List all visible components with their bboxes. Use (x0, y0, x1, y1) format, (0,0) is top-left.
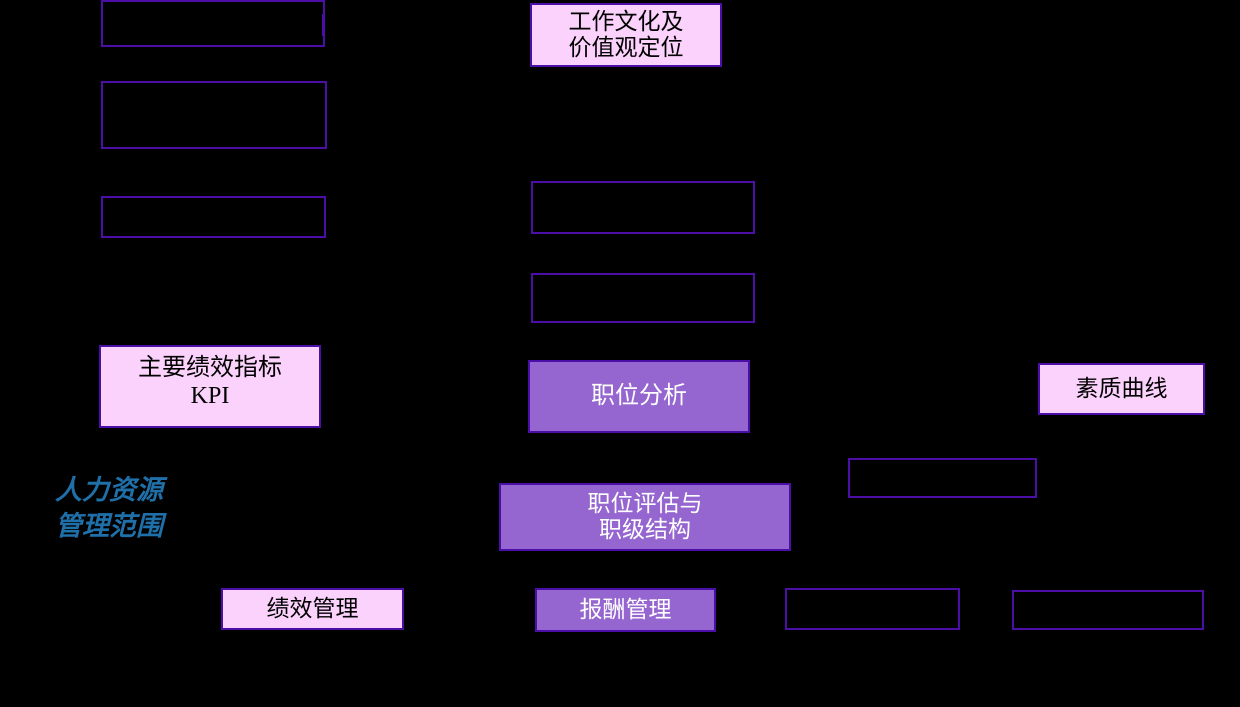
box-competency-curve[interactable]: 素质曲线 (1038, 363, 1205, 415)
connector-stub-bottom2-top (1108, 584, 1113, 588)
box-work-culture[interactable]: 工作文化及 价值观定位 (530, 3, 722, 67)
connector-stub-jobeval-bottom (643, 551, 647, 557)
box-right-middle[interactable] (848, 458, 1037, 498)
box-top-left-1[interactable] (101, 0, 325, 47)
connector-stub-culture-left (524, 20, 531, 23)
box-compensation-management[interactable]: 报酬管理 (535, 588, 716, 632)
box-label: 工作文化及 价值观定位 (568, 9, 684, 60)
box-label: 主要绩效指标 KPI (138, 355, 282, 409)
box-job-evaluation-and-grade-structure[interactable]: 职位评估与 职级结构 (499, 483, 791, 551)
arrow-into-job-analysis (519, 392, 527, 402)
hr-scope-annotation: 人力资源 管理范围 (55, 475, 163, 542)
connector-stub-compensation-top (623, 580, 627, 586)
box-performance-management[interactable]: 绩效管理 (221, 588, 404, 630)
box-middle-2[interactable] (531, 273, 755, 323)
box-job-analysis[interactable]: 职位分析 (528, 360, 750, 433)
box-label: 素质曲线 (1075, 376, 1168, 402)
box-label: 报酬管理 (579, 597, 672, 623)
box-top-left-2[interactable] (101, 81, 327, 149)
box-label: 绩效管理 (266, 596, 359, 622)
box-bottom-right-2[interactable] (1012, 590, 1204, 630)
box-bottom-right-1[interactable] (785, 588, 960, 630)
box-label: 职位评估与 职级结构 (587, 491, 703, 542)
connector-stub-mid2-bottom (641, 322, 645, 327)
box-key-performance-indicator[interactable]: 主要绩效指标 KPI (99, 345, 321, 428)
box-label: 职位分析 (591, 383, 687, 410)
connector-stub-culture-bottom (640, 67, 644, 72)
box-middle-1[interactable] (531, 181, 755, 234)
connector-stub-mid2-top (641, 270, 645, 275)
box-top-left-3[interactable] (101, 196, 326, 238)
connector-stub-mid1-top (641, 178, 645, 183)
